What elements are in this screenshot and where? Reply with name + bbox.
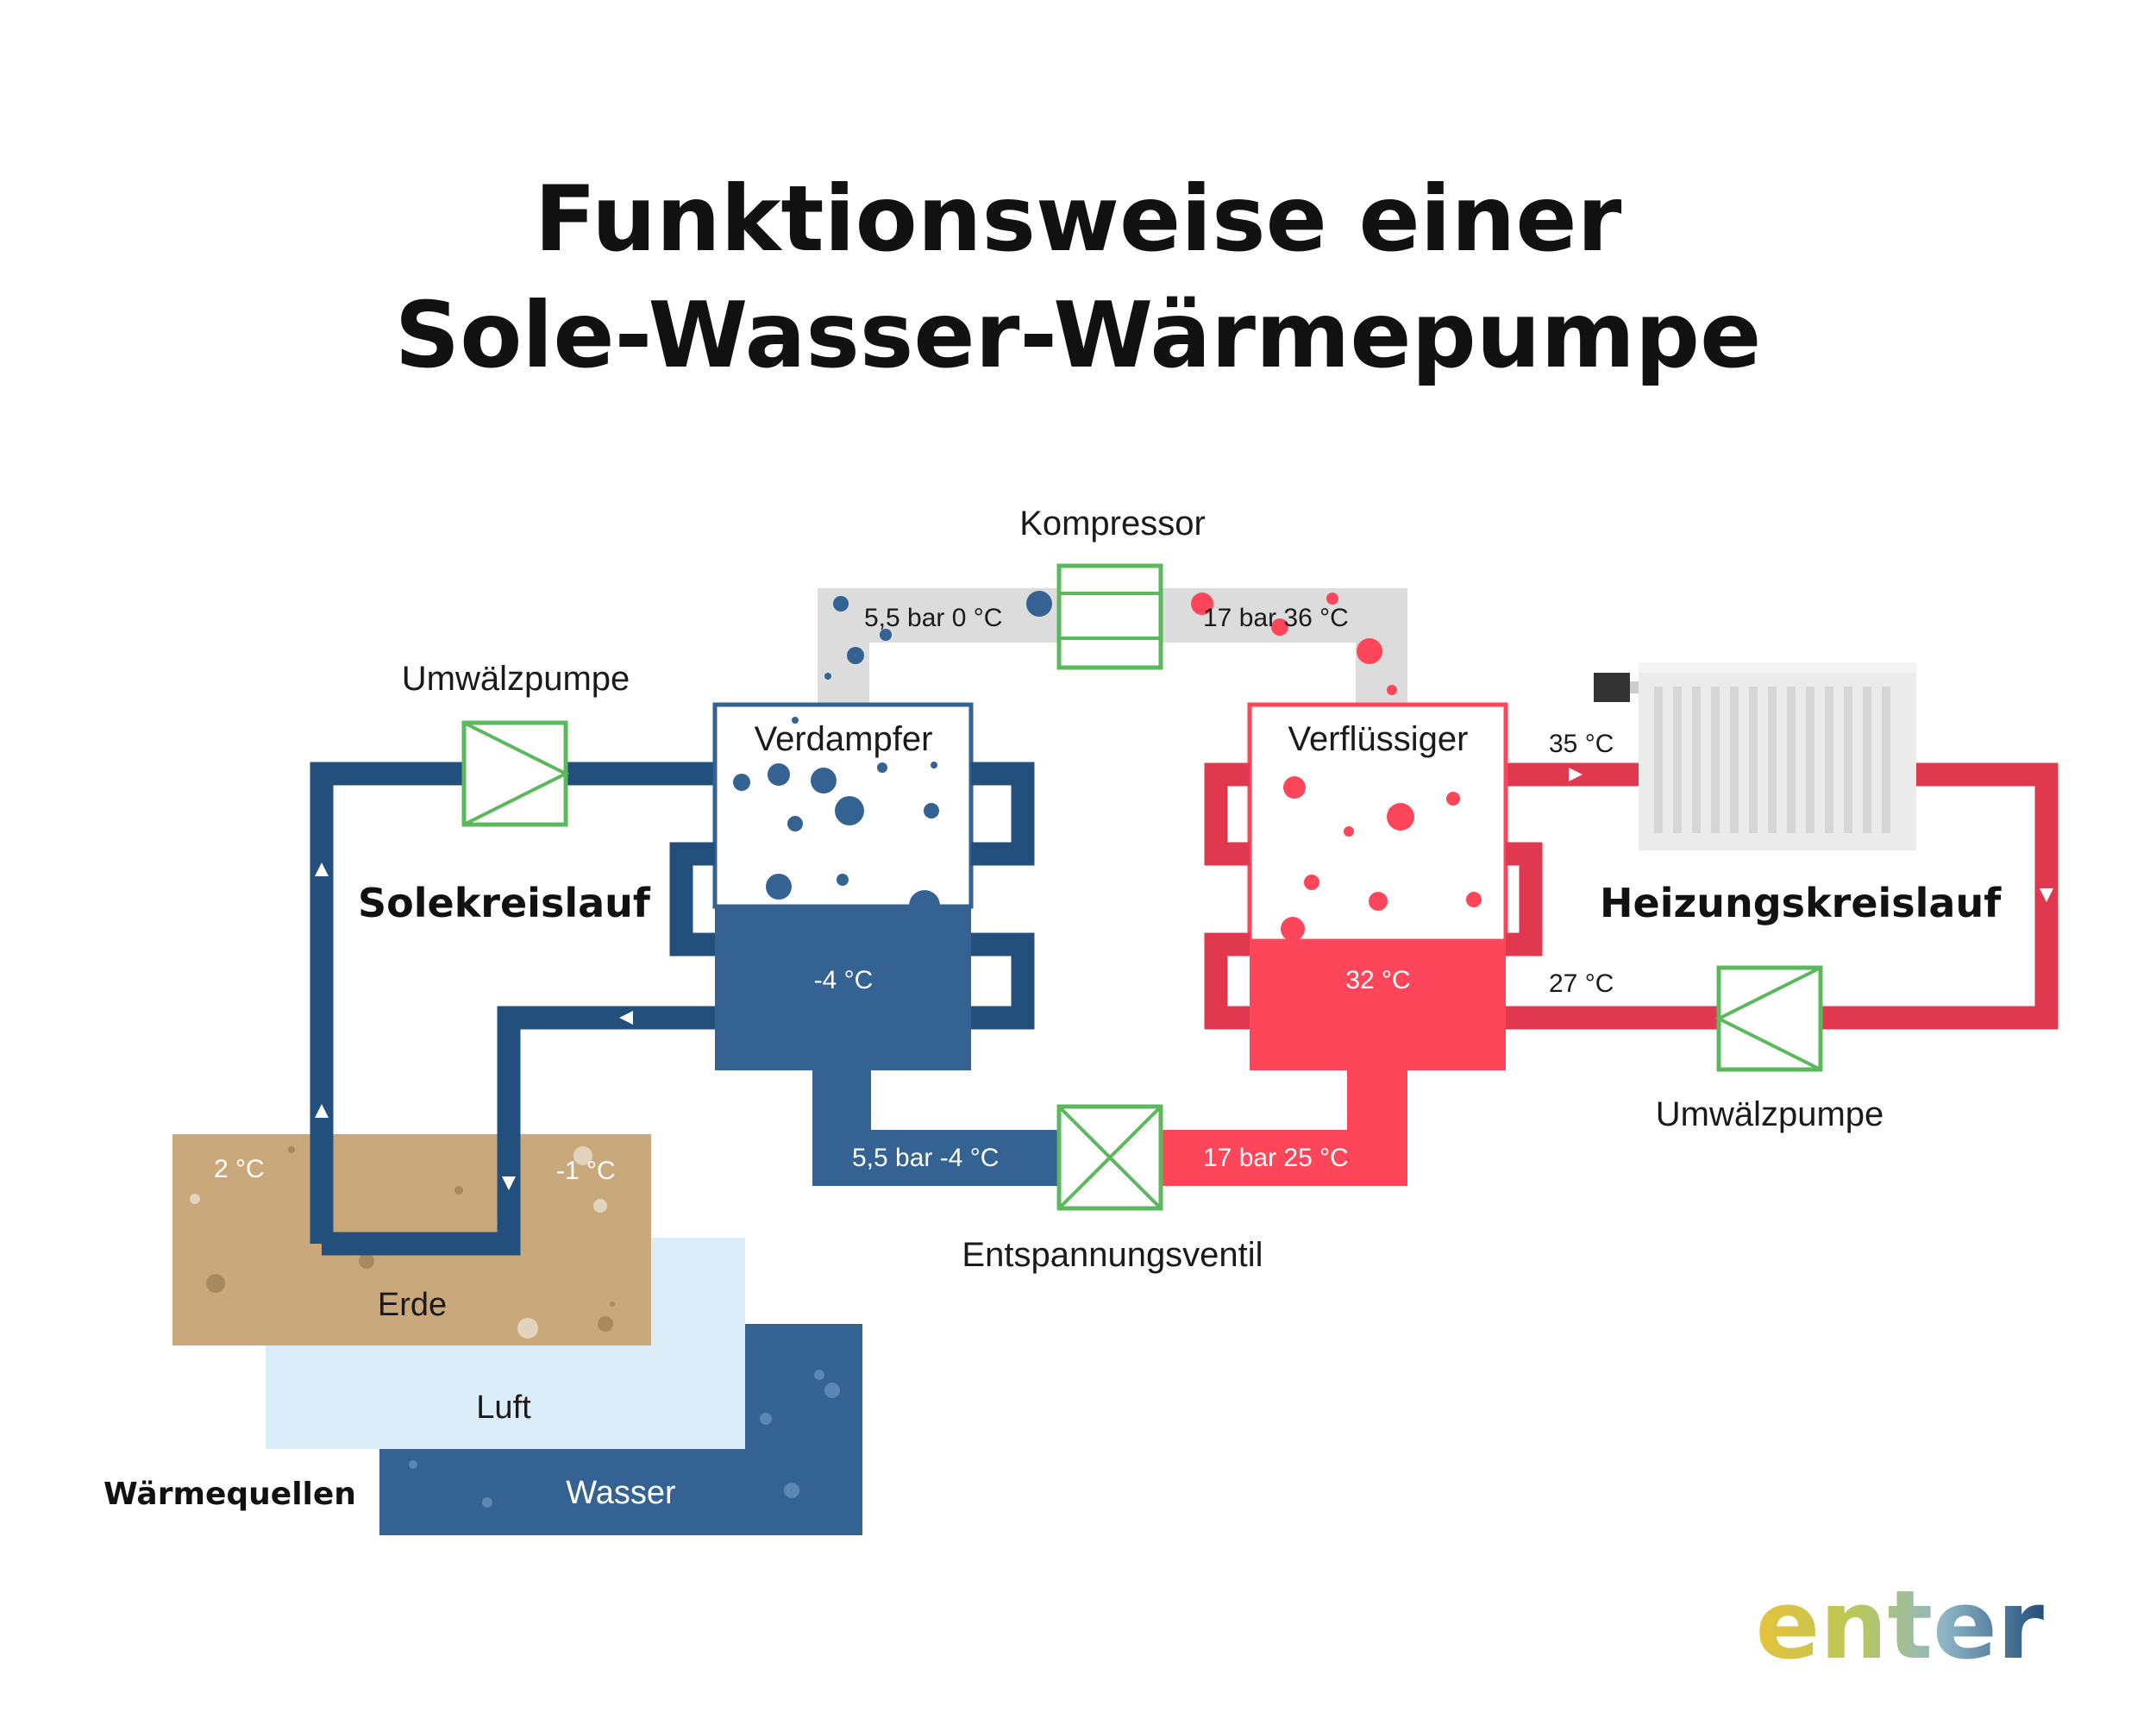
heating-pump: Umwälzpumpe — [1656, 965, 1884, 1133]
water-bubbles — [409, 1370, 840, 1508]
brine-circuit-label: Solekreislauf — [358, 880, 651, 926]
expansion-valve: Entspannungsventil — [962, 1104, 1263, 1274]
evaporator-bubbles — [733, 717, 940, 921]
compressor-box — [1056, 563, 1163, 670]
brine-pump: Umwälzpumpe — [402, 660, 630, 827]
ground-return-temp: -1 °C — [556, 1157, 616, 1185]
compressor-label: Kompressor — [1019, 505, 1206, 543]
valve-inlet-value: 17 bar 25 °C — [1203, 1144, 1349, 1172]
heating-pump-box — [1716, 965, 1823, 1072]
evaporator: Verdampfer -4 °C — [669, 702, 1035, 1070]
heating-circuit-label: Heizungskreislauf — [1600, 880, 2002, 926]
earth-label: Erde — [378, 1287, 447, 1323]
evaporator-label: Verdampfer — [755, 720, 933, 758]
water-label: Wasser — [566, 1475, 676, 1511]
condenser-label: Verflüssiger — [1288, 720, 1469, 758]
radiator-fins — [1654, 687, 1890, 833]
compressor-inlet-value: 5,5 bar 0 °C — [864, 604, 1002, 632]
heating-flow-temp: 35 °C — [1549, 730, 1614, 758]
brine-pump-box — [461, 720, 568, 827]
heat-sources-label: Wärmequellen — [103, 1477, 356, 1512]
refrigerant-gas-pipe — [818, 588, 1407, 703]
condenser-temp: 32 °C — [1345, 966, 1410, 994]
earth-texture — [206, 1146, 615, 1332]
refrigerant-hot-liquid-pipe — [1157, 1070, 1407, 1186]
brine-supply-pipe — [310, 762, 714, 1244]
gas-cold-bubbles — [824, 591, 1052, 680]
heating-return-temp: 27 °C — [1549, 969, 1614, 998]
radiator-valve — [1594, 673, 1630, 702]
air-label: Luft — [476, 1389, 531, 1426]
condenser-bubbles — [1281, 776, 1482, 941]
title-line-1: Funktionsweise einer — [535, 166, 1622, 272]
ground-supply-temp: 2 °C — [214, 1155, 265, 1183]
condenser: Verflüssiger 32 °C — [1204, 702, 1543, 1070]
gas-hot-bubbles — [1191, 593, 1397, 695]
brine-pump-label: Umwälzpumpe — [402, 660, 630, 698]
valve-outlet-value: 5,5 bar -4 °C — [852, 1144, 999, 1172]
title-line-2: Sole-Wasser-Wärmepumpe — [395, 283, 1762, 388]
compressor: Kompressor — [1019, 505, 1206, 670]
refrigerant-cold-liquid-pipe — [812, 1070, 1061, 1186]
evaporator-fill — [715, 906, 971, 1070]
compressor-outlet-value: 17 bar 36 °C — [1203, 604, 1349, 632]
radiator — [1594, 662, 1916, 850]
heating-pump-label: Umwälzpumpe — [1656, 1095, 1884, 1133]
enter-logo: enter — [1756, 1570, 2044, 1680]
condenser-fill — [1250, 941, 1506, 1070]
expansion-valve-label: Entspannungsventil — [962, 1236, 1263, 1274]
evaporator-temp: -4 °C — [814, 966, 874, 994]
heat-sources: Erde Luft Wasser Wärmequellen — [103, 1134, 862, 1535]
